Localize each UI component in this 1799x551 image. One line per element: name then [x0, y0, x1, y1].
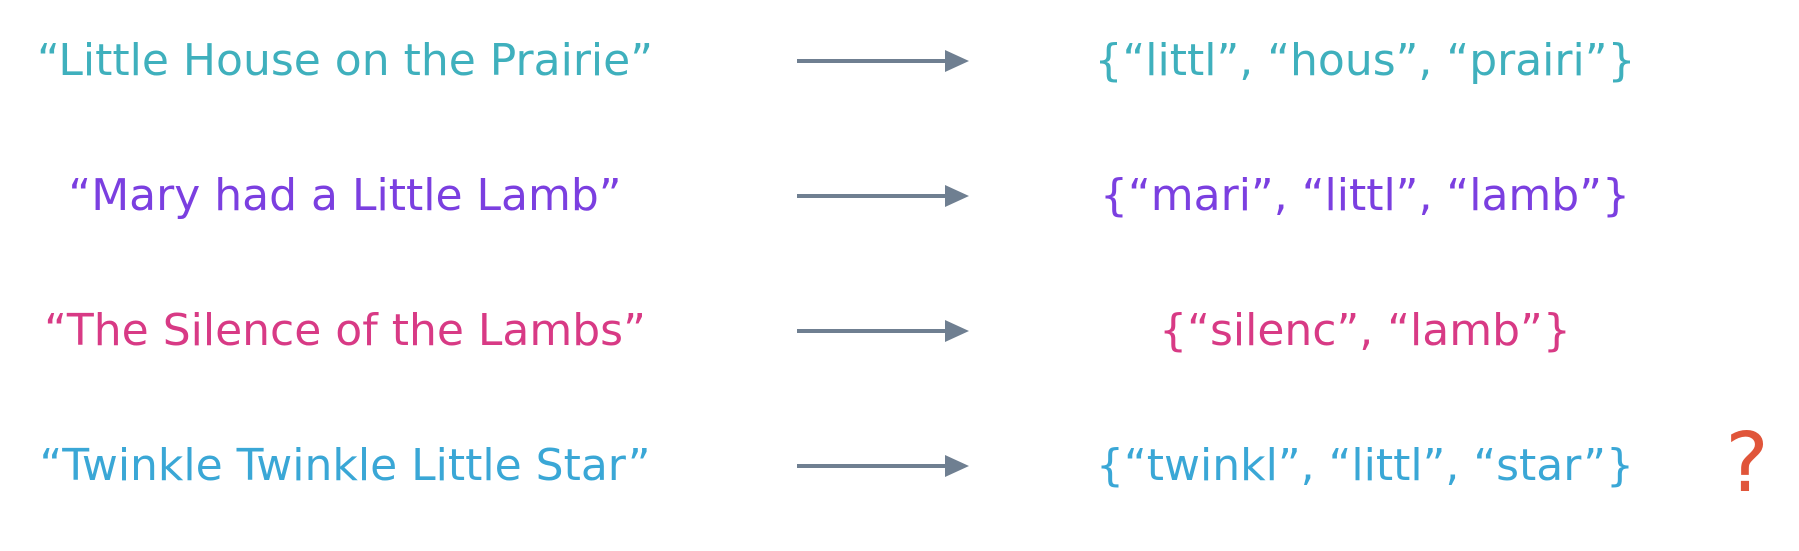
stemmed-token-set: {“mari”, “littl”, “lamb”}: [1100, 170, 1630, 221]
stemmed-token-set: {“silenc”, “lamb”}: [1159, 305, 1571, 356]
mapping-row-3: “The Silence of the Lambs” {“silenc”, “l…: [0, 291, 1799, 371]
right-arrow-icon: [797, 455, 969, 477]
mapping-row-4: “Twinkle Twinkle Little Star” {“twinkl”,…: [0, 416, 1799, 511]
question-mark-icon: ?: [1725, 416, 1769, 511]
phrase-text: “Little House on the Prairie”: [36, 35, 654, 86]
mapping-row-2: “Mary had a Little Lamb” {“mari”, “littl…: [0, 156, 1799, 236]
phrase-text: “Twinkle Twinkle Little Star”: [39, 440, 651, 491]
mapping-row-1: “Little House on the Prairie” {“littl”, …: [0, 21, 1799, 101]
stemmed-token-set: {“littl”, “hous”, “prairi”}: [1094, 35, 1636, 86]
right-arrow-icon: [797, 185, 969, 207]
right-arrow-icon: [797, 50, 969, 72]
stemmed-token-set: {“twinkl”, “littl”, “star”}: [1095, 440, 1634, 491]
phrase-text: “Mary had a Little Lamb”: [68, 170, 622, 221]
right-arrow-icon: [797, 320, 969, 342]
phrase-text: “The Silence of the Lambs”: [44, 305, 646, 356]
